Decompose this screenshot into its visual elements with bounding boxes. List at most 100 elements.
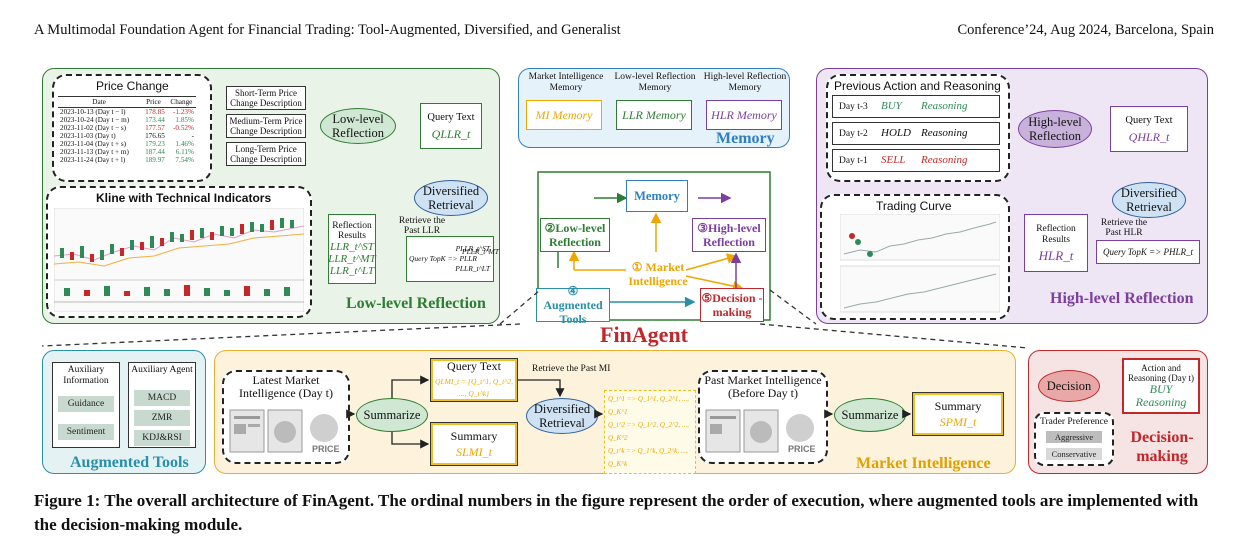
long-term-desc-box: Long-Term Price Change Description [226,142,306,166]
paper-running-title: A Multimodal Foundation Agent for Financ… [34,22,621,38]
llr-medium-term: LLR_t^MT [328,253,376,265]
mi-memory-box: MI Memory [526,100,602,130]
action-value: BUY [1149,382,1173,396]
conference-info: Conference’24, Aug 2024, Barcelona, Spai… [957,22,1215,38]
cell-date: 2023-11-24 (Day t + l) [60,156,126,164]
summary-label: Summary [450,429,498,443]
retrieve-past-llr-text: Retrieve the Past LLR [398,216,446,236]
summarize-oval: Summarize [356,398,428,432]
cell-price: 189.97 [145,156,165,164]
hlr-diversified-retrieval-oval: Diversified Retrieval [1112,182,1186,218]
price-change-group [52,74,212,182]
column-header: Change [166,96,196,108]
aggressive-option: Aggressive [1046,431,1102,443]
cell-change: 1.85% [175,116,194,124]
past-summary-box: Summary SPMI_t [912,392,1004,436]
sentiment-tool: Sentiment [58,424,114,440]
latest-market-intel-title: Latest Market Intelligence (Day t) [239,373,333,400]
summary-value: SPMI_t [939,415,977,429]
history-day: Day t-2 [839,129,868,139]
hlr-memory-box: HLR Memory [706,100,782,130]
history-row: Day t-2 HOLD Reasoning [832,122,1000,145]
center-decision-making-node: ⑤Decision -making [700,288,764,322]
q-mapping-line: Q_t^1 => Q_1^1, Q_2^1, ..., Q_K^1 [608,395,689,416]
mi-memory-header: Market Intelligence Memory [528,72,604,93]
news-and-price-icons: PRICE [229,409,340,454]
guidance-tool: Guidance [58,396,114,412]
mi-diversified-retrieval-oval: Diversified Retrieval [526,398,598,434]
low-level-reflection-oval: Low-level Reflection [320,108,396,144]
past-news-and-price-icons: PRICE [705,409,816,454]
action-reasoning-box: Action and Reasoning (Day t) BUY Reasoni… [1122,358,1200,414]
history-reasoning: Reasoning [921,100,968,112]
llr-diversified-retrieval-oval: Diversified Retrieval [414,180,488,216]
cell-change: 1.46% [175,140,194,148]
column-header: Price [140,96,167,108]
cell-price: 187.44 [145,148,165,156]
table-row: 2023-10-13 (Day t − l)178.85-1.23% [58,108,196,117]
history-reasoning: Reasoning [921,154,968,166]
candlesticks [60,218,294,262]
medium-term-desc-box: Medium-Term Price Change Description [226,114,306,138]
q-mapping-line: Q_t^k => Q_1^k, Q_2^k, ..., Q_K^k [608,447,688,468]
cell-price: 177.57 [145,124,165,132]
zmr-tool: ZMR [134,410,190,426]
summary-label: Summary [934,399,982,413]
previous-action-title: Previous Action and Reasoning [834,79,1001,93]
column-header: Date [58,96,141,108]
trading-curve-image [840,214,1000,313]
decision-oval: Decision [1038,370,1100,402]
latest-summary-box: Summary SLMI_t [430,422,518,466]
short-term-desc-box: Short-Term Price Change Description [226,86,306,110]
table-header-row: Date Price Change [58,96,196,108]
query-text-label: Query Text [427,112,475,123]
cell-price: 176.65 [145,132,165,140]
finagent-title: FinAgent [600,322,688,347]
summary-value: SLMI_t [456,445,492,459]
cell-change: 6.11% [175,148,194,156]
high-level-reflection-section-label: High-level Reflection [1050,290,1194,307]
history-row: Day t-1 SELL Reasoning [832,149,1000,172]
cell-date: 2023-10-24 (Day t − m) [60,116,130,124]
decision-making-section-label: Decision-making [1130,429,1194,465]
q-mapping-box: Q_t^1 => Q_1^1, Q_2^1, ..., Q_K^1 Q_t^2 … [604,390,696,474]
cell-price: 179.23 [145,140,165,148]
table-row: 2023-11-02 (Day t − s) 177.57 -0.52% [58,124,196,132]
cell-change: -1.23% [173,108,194,116]
retrieve-past-mi-text: Retrieve the Past MI [532,364,611,374]
cell-date: 2023-10-13 (Day t − l) [60,108,126,116]
query-formula: QLMI_t = {Q_t^1, Q_t^2, ..., Q_t^k} [435,377,513,398]
kline-title: Kline with Technical Indicators [96,191,272,205]
llr-long-term: LLR_t^LT [329,265,375,277]
center-market-intelligence-node: ① Market Intelligence [628,260,688,288]
kline-chart-image [54,208,304,312]
pllr-short-term: PLLR_t^ST [455,244,490,253]
figure-caption: Figure 1: The overall architecture of Fi… [34,491,1199,534]
center-high-level-reflection-node: ③High-level Reflection [692,218,766,252]
price-change-table: Date Price Change 2023-10-13 (Day t − l)… [58,96,196,164]
llr-memory-box: LLR Memory [616,100,692,130]
history-action: HOLD [881,127,911,139]
cell-date: 2023-11-02 (Day t − s) [60,124,127,132]
hlr-memory-header: High-level Reflection Memory [703,72,787,93]
hlr-value: HLR_t [1038,248,1074,263]
history-day: Day t-3 [839,102,868,112]
cell-date: 2023-11-03 (Day t) [60,132,116,140]
memory-section-label: Memory [716,130,775,147]
low-level-reflection-section-label: Low-level Reflection [346,295,486,312]
phlr-query-box: Query TopK => PHLR_t [1096,240,1200,264]
pllr-query-box: PLLR_t^ST Query TopK => PLLR PLLR_t^LT [406,236,494,282]
conservative-option: Conservative [1046,448,1102,460]
pllr-medium-term: PLLR_t^MT [462,247,499,256]
reflection-results-label: Reflection Results [1036,224,1076,245]
auxiliary-information-title: Auxiliary Information [63,365,109,386]
query-text-value: QLLR_t [431,127,471,141]
cell-change: -0.52% [173,124,194,132]
center-flow-connectors [537,171,771,321]
trading-curve-title: Trading Curve [876,199,952,213]
